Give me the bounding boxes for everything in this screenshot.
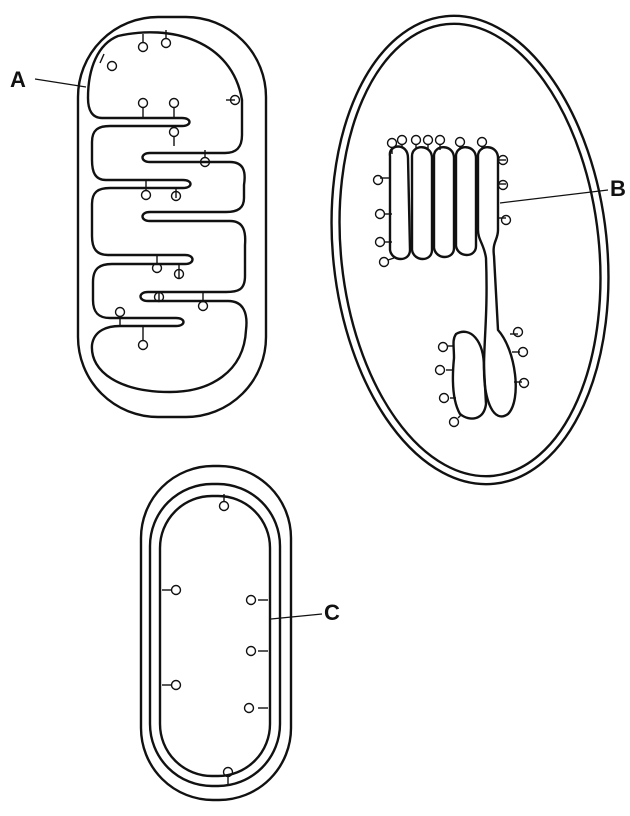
particle: [170, 99, 179, 119]
structure-a: A: [10, 17, 266, 417]
particle: [162, 681, 181, 690]
particle: [380, 258, 395, 267]
particle: [139, 326, 148, 350]
particle: [498, 156, 508, 165]
particle: [247, 596, 269, 605]
particle: [100, 54, 117, 71]
particle: [510, 328, 523, 337]
particle: [498, 216, 511, 225]
structure-b-sac-4: [456, 147, 476, 255]
particle: [139, 99, 148, 119]
particle: [170, 128, 179, 147]
structure-c-outer-membrane: [141, 466, 291, 800]
structure-c-middle-membrane: [150, 484, 280, 786]
structure-a-outer-membrane: [78, 17, 266, 417]
particle: [388, 139, 397, 155]
particle: [162, 586, 181, 595]
structure-b: B: [309, 2, 630, 498]
structure-b-sac-1: [390, 147, 410, 260]
particle: [226, 96, 240, 105]
structure-b-sac-lower: [453, 332, 486, 419]
particle: [245, 704, 269, 713]
structure-b-sac-3: [434, 147, 454, 257]
label-b: B: [610, 176, 626, 201]
particle: [439, 343, 455, 352]
structure-c-particles: [162, 494, 268, 784]
structure-a-inner-membrane: [88, 32, 246, 392]
particle: [139, 34, 148, 52]
label-c: C: [324, 600, 340, 625]
label-c-leader: [271, 614, 322, 619]
particle: [175, 264, 184, 279]
particle: [450, 414, 463, 427]
particle: [142, 180, 151, 200]
structure-c-inner-membrane: [160, 496, 270, 776]
structure-c: C: [141, 466, 340, 800]
structure-b-particles: [374, 136, 529, 427]
label-a: A: [10, 67, 26, 92]
particle: [116, 308, 125, 327]
structure-b-outer-membrane: [309, 2, 630, 498]
particle: [498, 181, 508, 190]
particle: [412, 136, 421, 149]
structure-b-sac-2: [412, 147, 432, 259]
particle: [374, 176, 391, 185]
particle: [155, 292, 164, 302]
particle: [172, 188, 181, 201]
particle: [512, 348, 528, 357]
particle: [247, 647, 269, 656]
particle: [436, 366, 455, 375]
